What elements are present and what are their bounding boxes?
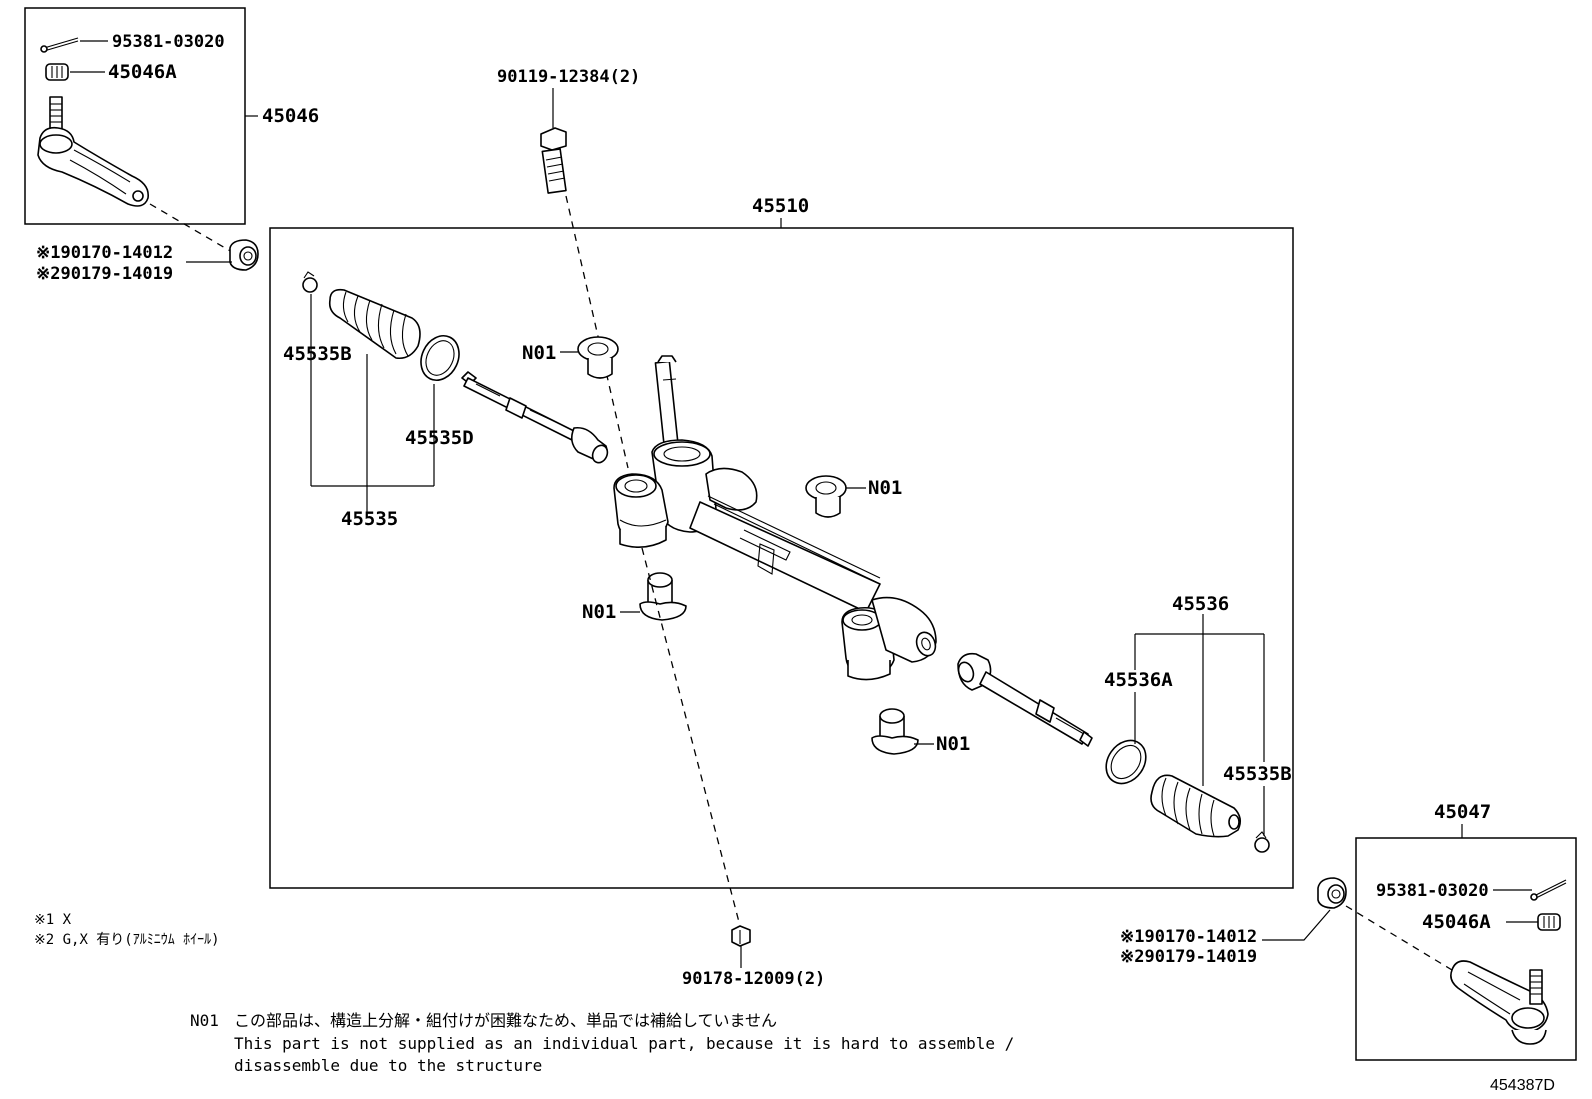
grommet-n01-left-icon — [639, 572, 687, 621]
label-cap-nut-rh-1: ※190170-14012 — [1120, 927, 1257, 947]
label-n01-top: N01 — [522, 342, 556, 364]
castle-nut-lh-icon — [45, 63, 69, 81]
inner-tie-rod-lh-icon — [461, 371, 609, 464]
tie-rod-end-lh-icon — [37, 96, 149, 207]
tie-rod-end-lh-group: 45046 95381-03020 45046A — [24, 7, 319, 225]
boot-rh-icon — [1150, 774, 1242, 838]
label-cap-nut-lh-2: ※290179-14019 — [36, 264, 173, 284]
cap-nut-lh-icon — [229, 239, 259, 271]
label-45536: 45536 — [1172, 593, 1229, 615]
label-45047: 45047 — [1434, 801, 1491, 823]
cotter-pin-lh-icon — [40, 37, 79, 53]
label-45535: 45535 — [341, 508, 398, 530]
label-n01-right: N01 — [868, 477, 902, 499]
boot-clamp-lh-icon — [302, 271, 318, 293]
label-45510: 45510 — [752, 195, 809, 217]
gear-assy-box — [269, 227, 1294, 889]
label-95381-03020-rh: 95381-03020 — [1376, 881, 1489, 901]
cap-nut-rh-icon — [1317, 877, 1347, 909]
steering-gear-housing-icon — [613, 355, 937, 681]
boot-band-rh-icon — [1105, 739, 1147, 785]
tie-rod-end-rh-box — [1355, 837, 1577, 1061]
bolt-icon — [540, 127, 567, 194]
label-cap-nut-lh-1: ※190170-14012 — [36, 243, 173, 263]
label-90119-12384: 90119-12384(2) — [497, 67, 640, 87]
legend-line-1: ※1 X — [34, 912, 72, 928]
label-45535B-lh: 45535B — [283, 343, 352, 365]
inner-tie-rod-rh-icon — [957, 652, 1093, 747]
label-90178-12009: 90178-12009(2) — [682, 969, 825, 989]
footnote-en-1: This part is not supplied as an individu… — [234, 1034, 1014, 1053]
tie-rod-end-rh-group: 95381-03020 45046A — [1355, 837, 1577, 1061]
dash-lower — [641, 547, 741, 927]
cotter-pin-rh-icon — [1530, 879, 1567, 901]
label-45046: 45046 — [262, 105, 319, 127]
boot-clamp-rh-icon — [1254, 831, 1270, 853]
grommet-n01-top-icon — [577, 336, 619, 379]
label-45536A: 45536A — [1104, 669, 1173, 691]
footnote-code: N01 — [190, 1011, 219, 1030]
label-n01-left: N01 — [582, 601, 616, 623]
legend-line-2: ※2 G,X 有り(ｱﾙﾐﾆｳﾑ ﾎｲｰﾙ) — [34, 932, 220, 948]
nut-lower-icon — [731, 925, 751, 947]
grommet-n01-right-icon — [805, 475, 847, 518]
footnote-jp: この部品は、構造上分解・組付けが困難なため、単品では補給していません — [234, 1011, 777, 1030]
figure-id: 454387D — [1490, 1077, 1555, 1094]
dash-lh-tie-rod — [149, 203, 233, 253]
castle-nut-rh-icon — [1537, 913, 1561, 931]
label-cap-nut-rh-2: ※290179-14019 — [1120, 947, 1257, 967]
tie-rod-end-rh-icon — [1450, 960, 1549, 1045]
boot-lh-icon — [328, 288, 421, 360]
label-95381-03020-lh: 95381-03020 — [112, 32, 225, 52]
label-45046A-rh: 45046A — [1422, 911, 1491, 933]
label-n01-bottom: N01 — [936, 733, 970, 755]
label-45535B-rh: 45535B — [1223, 763, 1292, 785]
grommet-n01-bottom-icon — [871, 708, 919, 755]
footnote-en-2: disassemble due to the structure — [234, 1056, 542, 1075]
label-45535D: 45535D — [405, 427, 474, 449]
boot-band-lh-icon — [420, 335, 460, 381]
label-45046A-lh: 45046A — [108, 61, 177, 83]
